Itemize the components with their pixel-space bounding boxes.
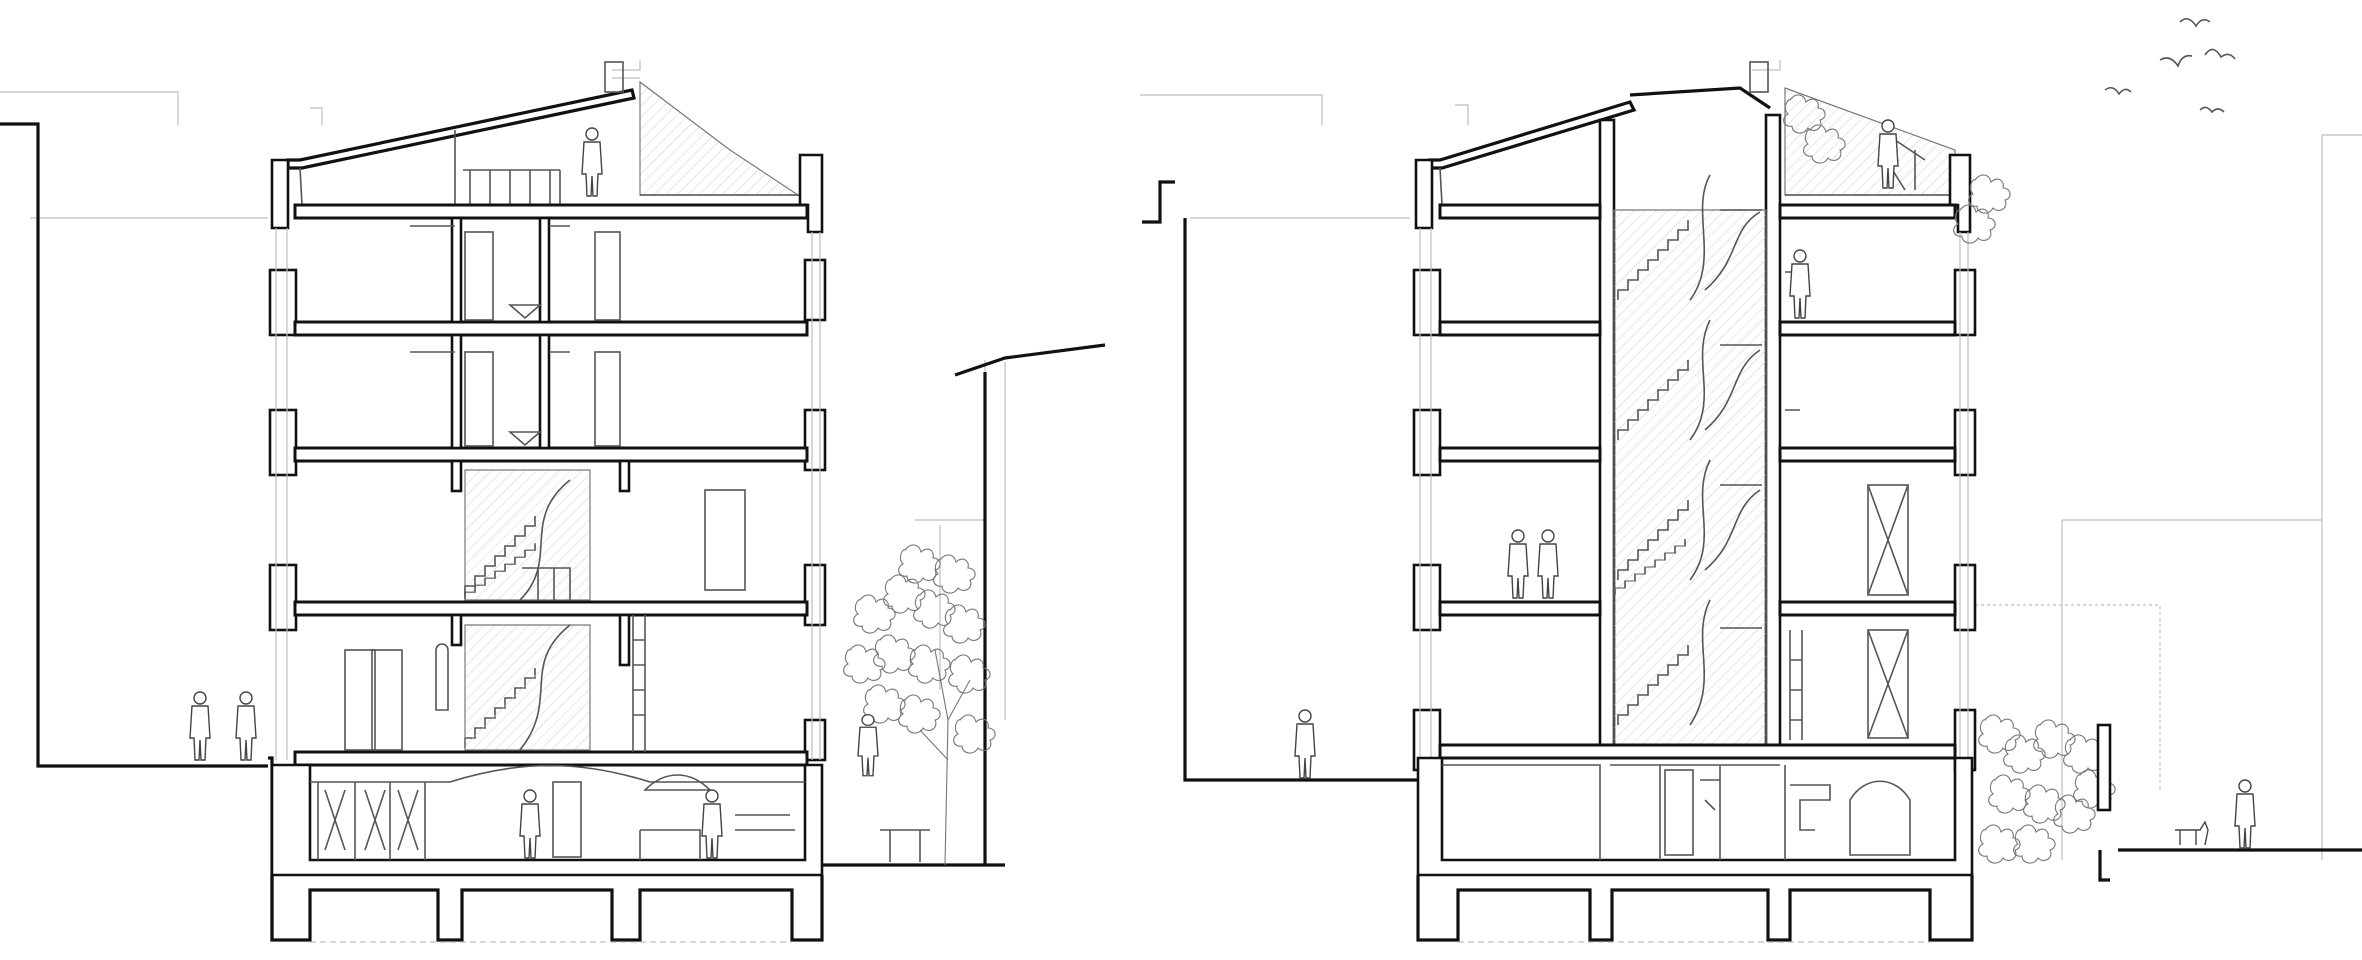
people-left: [189, 127, 930, 862]
section-right: [1412, 61, 2110, 943]
section-left: [268, 61, 827, 943]
greenery-right: [1783, 94, 2116, 864]
ground-line-left: [0, 122, 1106, 940]
people-right: [1294, 119, 2256, 849]
ground-line-right: [1142, 180, 2362, 852]
tree-left: [843, 544, 996, 866]
birds: [2104, 18, 2236, 114]
